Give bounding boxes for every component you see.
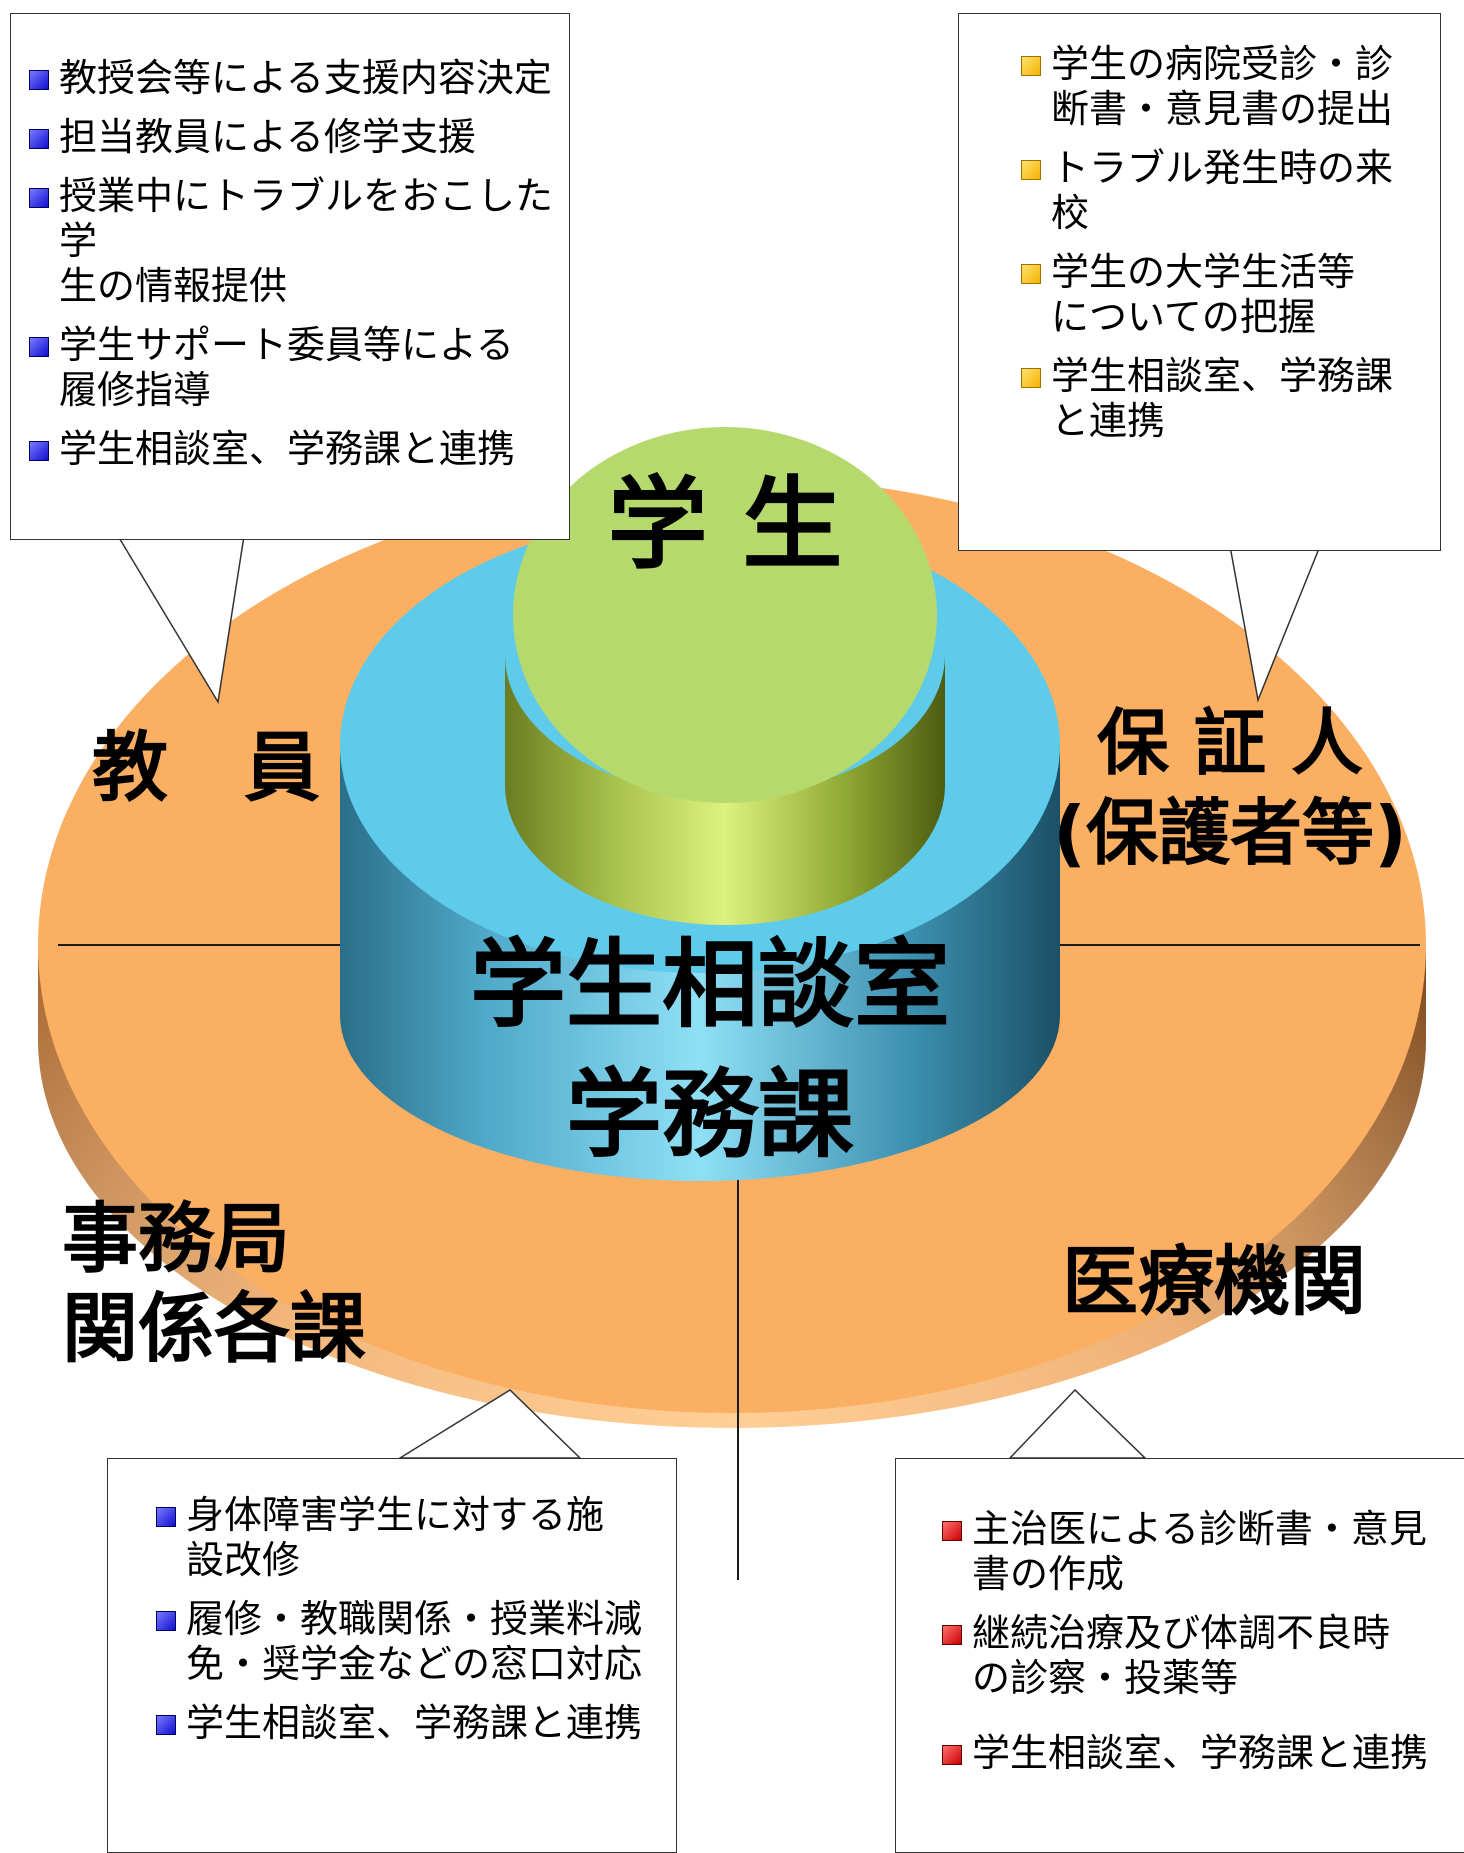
center-cylinder-top xyxy=(513,427,937,803)
blue-square-icon xyxy=(156,1715,176,1735)
list-item: トラブル発生時の来 校 xyxy=(1021,146,1440,236)
center-cylinder-side xyxy=(505,655,945,925)
center-label: 学 生 xyxy=(607,466,843,583)
quadrant-label-guardian: 保 証 人 (保護者等) xyxy=(1053,701,1407,875)
callout-faculty: 教授会等による支援内容決定 担当教員による修学支援 授業中にトラブルをおこした学… xyxy=(10,13,570,540)
list-item: 学生相談室、学務課 と連携 xyxy=(1021,354,1440,444)
middle-label: 学生相談室 学務課 xyxy=(470,929,950,1171)
list-item: 身体障害学生に対する施 設改修 xyxy=(156,1493,676,1583)
red-square-icon xyxy=(942,1625,962,1645)
red-square-icon xyxy=(942,1745,962,1765)
list-item: 学生サポート委員等による 履修指導 xyxy=(29,323,569,413)
center-cylinder xyxy=(505,427,945,925)
yellow-square-icon xyxy=(1021,368,1041,388)
blue-square-icon xyxy=(29,337,49,357)
list-item: 履修・教職関係・授業料減 免・奨学金などの窓口対応 xyxy=(156,1597,676,1687)
yellow-square-icon xyxy=(1021,56,1041,76)
quadrant-label-medical: 医療機関 xyxy=(1062,1237,1366,1326)
list-item: 学生相談室、学務課と連携 xyxy=(942,1731,1464,1776)
callout-office: 身体障害学生に対する施 設改修 履修・教職関係・授業料減 免・奨学金などの窓口対… xyxy=(107,1458,677,1853)
blue-square-icon xyxy=(29,441,49,461)
yellow-square-icon xyxy=(1021,160,1041,180)
callout-faculty-list: 教授会等による支援内容決定 担当教員による修学支援 授業中にトラブルをおこした学… xyxy=(29,56,569,472)
callout-guardian-list: 学生の病院受診・診 断書・意見書の提出 トラブル発生時の来 校 学生の大学生活等… xyxy=(1021,42,1440,444)
blue-square-icon xyxy=(156,1611,176,1631)
list-item: 学生の病院受診・診 断書・意見書の提出 xyxy=(1021,42,1440,132)
list-item: 主治医による診断書・意見 書の作成 xyxy=(942,1507,1464,1597)
blue-square-icon xyxy=(29,70,49,90)
list-item: 学生の大学生活等 についての把握 xyxy=(1021,250,1440,340)
list-item: 担当教員による修学支援 xyxy=(29,115,569,160)
callout-office-list: 身体障害学生に対する施 設改修 履修・教職関係・授業料減 免・奨学金などの窓口対… xyxy=(156,1493,676,1746)
callout-guardian: 学生の病院受診・診 断書・意見書の提出 トラブル発生時の来 校 学生の大学生活等… xyxy=(958,13,1441,551)
blue-square-icon xyxy=(156,1507,176,1527)
yellow-square-icon xyxy=(1021,264,1041,284)
list-item: 継続治療及び体調不良時 の診察・投薬等 xyxy=(942,1611,1464,1701)
quadrant-label-office: 事務局 関係各課 xyxy=(62,1194,366,1373)
callout-medical-list: 主治医による診断書・意見 書の作成 継続治療及び体調不良時 の診察・投薬等 学生… xyxy=(942,1507,1464,1776)
list-item: 学生相談室、学務課と連携 xyxy=(156,1701,676,1746)
red-square-icon xyxy=(942,1521,962,1541)
list-item: 教授会等による支援内容決定 xyxy=(29,56,569,101)
callout-medical: 主治医による診断書・意見 書の作成 継続治療及び体調不良時 の診察・投薬等 学生… xyxy=(895,1458,1464,1853)
list-item: 学生相談室、学務課と連携 xyxy=(29,427,569,472)
blue-square-icon xyxy=(29,188,49,208)
blue-square-icon xyxy=(29,129,49,149)
callout-tail-medical xyxy=(1008,1388,1147,1459)
quadrant-label-faculty: 教 員 xyxy=(92,723,320,812)
list-item: 授業中にトラブルをおこした学 生の情報提供 xyxy=(29,174,569,309)
